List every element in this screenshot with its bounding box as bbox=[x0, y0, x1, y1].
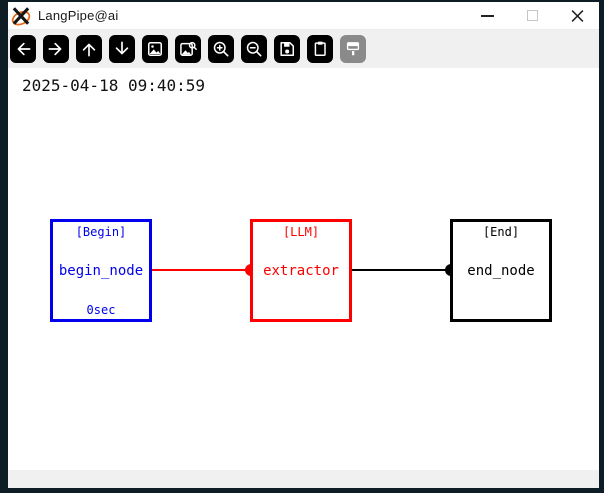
image-search-icon bbox=[180, 41, 197, 57]
node-end[interactable]: [End] end_node bbox=[450, 219, 552, 322]
minimize-button[interactable] bbox=[481, 9, 494, 22]
status-bar bbox=[8, 470, 599, 488]
maximize-button[interactable] bbox=[526, 9, 539, 22]
clipboard-icon bbox=[314, 41, 326, 56]
toolbar bbox=[8, 30, 599, 68]
down-button[interactable] bbox=[109, 35, 135, 63]
node-begin[interactable]: [Begin] begin_node 0sec bbox=[50, 219, 152, 322]
app-logo-icon bbox=[10, 5, 32, 27]
zoom-in-button[interactable] bbox=[208, 35, 234, 63]
save-icon bbox=[280, 42, 294, 56]
node-name-label: begin_node bbox=[58, 263, 144, 279]
paintbrush-icon bbox=[346, 42, 360, 56]
node-type-label: [End] bbox=[482, 225, 520, 239]
title-bar: LangPipe@ai bbox=[8, 2, 599, 30]
node-extractor[interactable]: [LLM] extractor bbox=[250, 219, 352, 322]
zoom-out-icon bbox=[246, 41, 262, 57]
image-search-button[interactable] bbox=[175, 35, 201, 63]
maximize-icon bbox=[527, 10, 538, 21]
forward-button[interactable] bbox=[43, 35, 69, 63]
edge-extractor-to-end bbox=[352, 269, 451, 271]
node-duration-label: 0sec bbox=[86, 303, 116, 317]
node-name-label: extractor bbox=[263, 263, 339, 279]
zoom-in-icon bbox=[213, 41, 229, 57]
close-icon bbox=[571, 9, 584, 22]
pipeline-canvas[interactable]: 2025-04-18 09:40:59 [Begin] begin_node 0… bbox=[8, 68, 599, 470]
edge-begin-to-extractor bbox=[152, 269, 251, 271]
up-button[interactable] bbox=[76, 35, 102, 63]
timestamp: 2025-04-18 09:40:59 bbox=[22, 76, 206, 95]
window-controls bbox=[481, 9, 599, 22]
arrow-right-icon bbox=[48, 42, 62, 56]
node-name-label: end_node bbox=[467, 263, 535, 279]
node-type-label: [LLM] bbox=[282, 225, 320, 239]
window-title: LangPipe@ai bbox=[38, 8, 119, 23]
close-button[interactable] bbox=[571, 9, 584, 22]
paintbrush-button bbox=[340, 35, 366, 63]
image-button[interactable] bbox=[142, 35, 168, 63]
back-button[interactable] bbox=[10, 35, 36, 63]
app-window: LangPipe@ai bbox=[8, 2, 599, 488]
image-icon bbox=[148, 42, 162, 56]
save-button[interactable] bbox=[274, 35, 300, 63]
paste-button[interactable] bbox=[307, 35, 333, 63]
minimize-icon bbox=[481, 14, 494, 17]
arrow-left-icon bbox=[17, 42, 31, 56]
arrow-down-icon bbox=[115, 41, 129, 55]
node-type-label: [Begin] bbox=[75, 225, 127, 239]
arrow-up-icon bbox=[82, 43, 96, 57]
zoom-out-button[interactable] bbox=[241, 35, 267, 63]
